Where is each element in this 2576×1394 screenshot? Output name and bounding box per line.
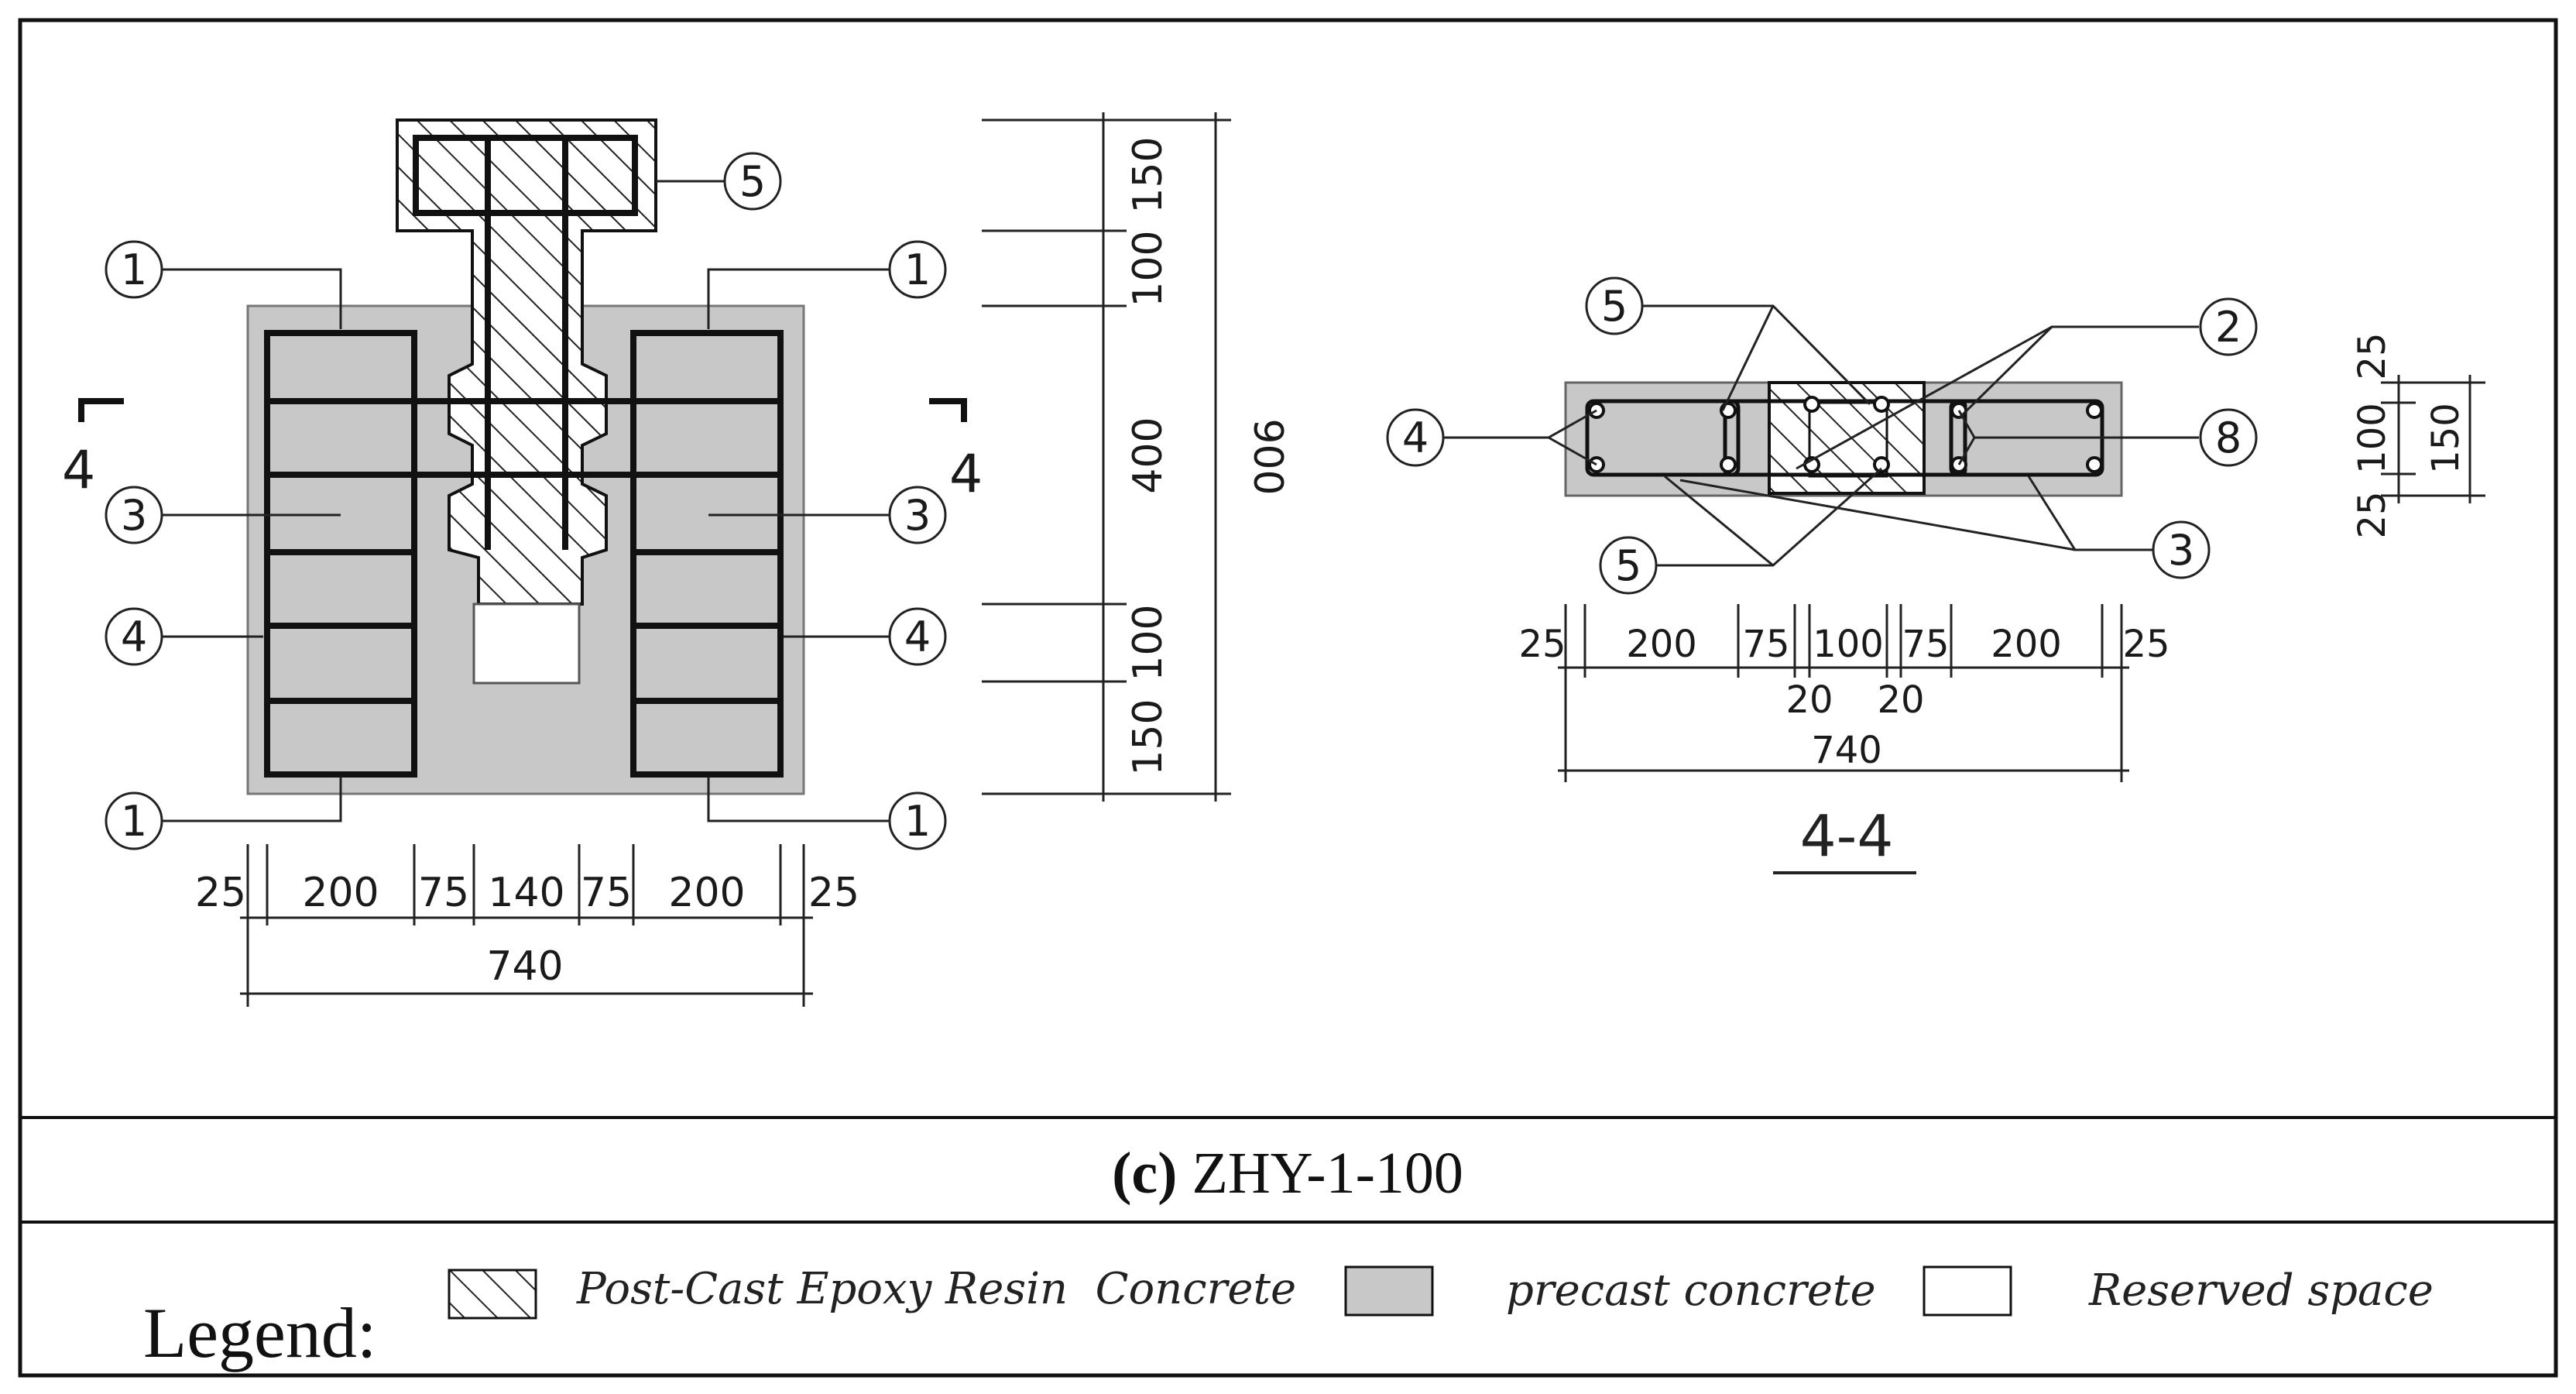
epoxy-connector	[396, 118, 657, 606]
callout-number: 3	[2168, 526, 2194, 575]
callout-number: 5	[739, 157, 766, 206]
dim-vertical: 100	[1125, 230, 1171, 307]
dim-vertical: 100	[2351, 403, 2394, 474]
elevation-leaders	[163, 180, 889, 822]
section-mark-label-left: 4	[62, 440, 95, 501]
dim-vertical: 100	[1125, 604, 1171, 681]
figure-caption: (c) ZHY-1-100	[1112, 1141, 1463, 1206]
dim-vertical: 150	[1125, 699, 1171, 775]
callout-number: 2	[2215, 303, 2242, 352]
callout-number: 4	[1402, 414, 1429, 462]
section-mark-right	[929, 398, 967, 422]
outer-frame	[18, 18, 2558, 1378]
callout-number: 1	[904, 797, 931, 846]
callout-number: 3	[904, 491, 931, 540]
dim-vertical: 25	[2351, 332, 2394, 379]
callout-circle	[105, 607, 163, 666]
connector-rebar	[267, 135, 780, 550]
callout-circle	[723, 152, 782, 211]
callout-circle	[888, 240, 947, 299]
callout-number: 5	[1615, 541, 1641, 590]
section-vertical-dim-lines	[2381, 375, 2485, 503]
dim-horizontal: 140	[488, 870, 564, 916]
callout-number: 1	[121, 797, 147, 846]
dim-horizontal: 75	[1742, 623, 1789, 666]
legend: Legend: Post-Cast Epoxy Resin Concrete p…	[143, 1264, 2434, 1372]
callout-circle	[888, 791, 947, 850]
callout-circle	[2199, 297, 2258, 356]
legend-swatch-reserved	[1923, 1265, 2012, 1317]
callout-circle	[105, 791, 163, 850]
section-title: 4-4	[1800, 803, 1894, 870]
dim-horizontal: 25	[195, 870, 246, 916]
callout-circle	[1599, 536, 1658, 595]
dim-horizontal: 75	[581, 870, 632, 916]
callout-number: 4	[904, 613, 931, 661]
caption-letter: (c)	[1112, 1141, 1177, 1206]
legend-label-reserved: Reserved space	[2088, 1265, 2434, 1316]
callout-circle	[2199, 408, 2258, 467]
legend-swatch-hatch	[448, 1269, 537, 1320]
elevation-horizontal-dim-lines	[240, 844, 813, 1007]
dim-horizontal: 200	[1991, 623, 2062, 666]
callout-circle	[888, 486, 947, 544]
callout-circle	[888, 607, 947, 666]
callout-number: 3	[121, 491, 147, 540]
section-leaders	[1444, 304, 2199, 567]
legend-label-precast: precast concrete	[1506, 1265, 1876, 1316]
callout-number: 5	[1601, 282, 1628, 331]
dim-vertical: 150	[1125, 136, 1171, 213]
dim-horizontal: 75	[1902, 623, 1949, 666]
section-rebar-bars	[1588, 396, 2103, 473]
section-mark-label-right: 4	[949, 444, 983, 505]
callout-circle	[105, 486, 163, 544]
callout-circle	[2152, 520, 2211, 579]
dim-horizontal: 200	[668, 870, 745, 916]
section-horizontal-dim-lines	[1558, 604, 2129, 782]
callout-number: 4	[121, 613, 147, 661]
dim-horizontal: 25	[1518, 623, 1566, 666]
callout-number: 1	[904, 245, 931, 294]
dim-vertical: 400	[1125, 417, 1171, 493]
callout-number: 1	[121, 245, 147, 294]
callout-circle	[1386, 408, 1445, 467]
dim-horizontal: 25	[2122, 623, 2170, 666]
dim-total-vertical: 900	[1244, 418, 1291, 495]
section-mark-left	[78, 398, 124, 422]
legend-swatch-precast	[1344, 1265, 1434, 1317]
dim-total-horizontal: 740	[486, 943, 563, 990]
elevation-view: 4 4 1 1 3 3	[62, 112, 1291, 1007]
dim-gap: 20	[1785, 678, 1833, 722]
dim-total-vertical: 150	[2424, 403, 2468, 474]
legend-title: Legend:	[143, 1293, 376, 1372]
dim-horizontal: 75	[418, 870, 469, 916]
callout-number: 8	[2215, 414, 2242, 462]
dim-total-horizontal: 740	[1811, 729, 1882, 772]
caption-code: ZHY-1-100	[1192, 1141, 1463, 1206]
dim-horizontal: 200	[302, 870, 379, 916]
dim-gap: 20	[1877, 678, 1924, 722]
dim-horizontal: 200	[1626, 623, 1697, 666]
elevation-vertical-dim-lines	[982, 112, 1231, 802]
reserved-space	[472, 603, 581, 685]
legend-label-epoxy: Post-Cast Epoxy Resin Concrete	[576, 1264, 1296, 1314]
callout-circle	[105, 240, 163, 299]
dim-horizontal: 25	[808, 870, 859, 916]
section-view: 5 2 4 8 5 3 25 100 25 150	[1386, 276, 2485, 874]
callout-circle	[1585, 276, 1644, 335]
dim-horizontal: 100	[1813, 623, 1884, 666]
dim-vertical: 25	[2351, 491, 2394, 538]
